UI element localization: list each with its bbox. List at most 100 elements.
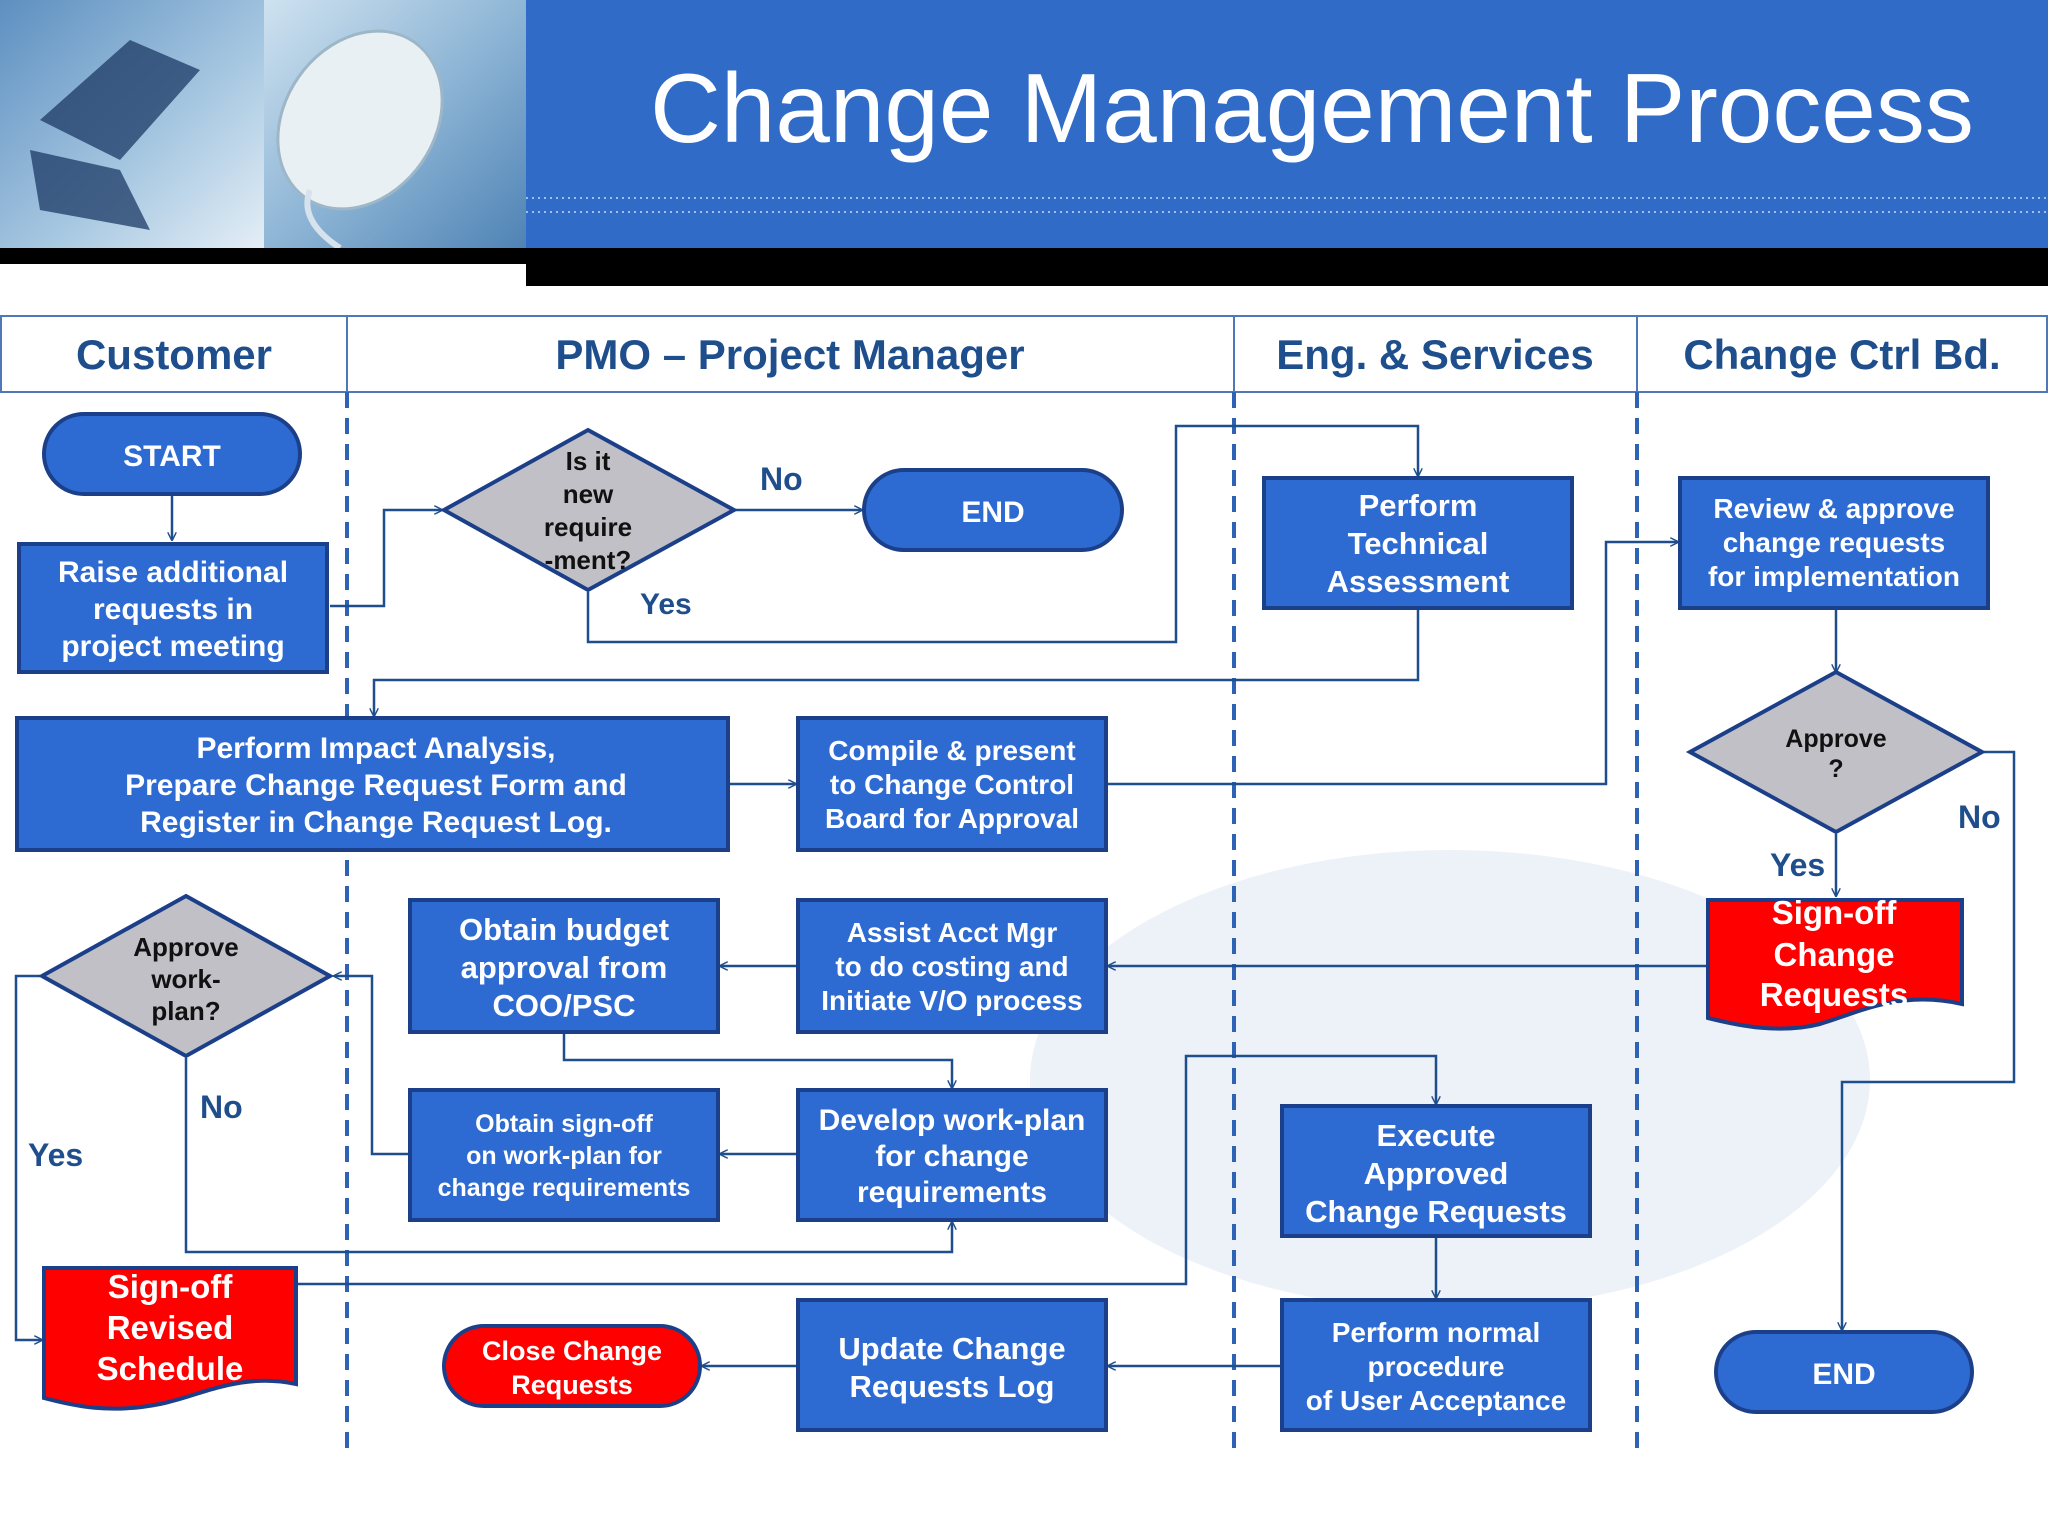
edge-approveplan-yes bbox=[14, 974, 42, 1340]
lane-eng-services: Eng. & Services bbox=[1276, 331, 1593, 378]
edge-raise-newreq bbox=[330, 510, 442, 608]
edge-budget-workplan bbox=[562, 1034, 952, 1088]
raise-requests-box-label: requests in bbox=[93, 593, 253, 626]
raise-requests-box-shape bbox=[17, 542, 329, 674]
user-acceptance-box: Perform normal procedure of User Accepta… bbox=[1280, 1298, 1592, 1432]
obtain-signoff-box-label: Obtain sign-off bbox=[475, 1110, 653, 1138]
execute-approved-box-label: Approved bbox=[1364, 1156, 1509, 1191]
close-change-requests-terminal: Close Change Requests bbox=[442, 1324, 702, 1408]
edge-tech-impact bbox=[374, 608, 1420, 716]
approve-decision-label: ? bbox=[1828, 755, 1843, 783]
signoff-change-requests-doc-shape bbox=[1706, 898, 1964, 1031]
lane-customer: Customer bbox=[76, 331, 272, 378]
impact-analysis-box-shape bbox=[15, 716, 730, 852]
user-acceptance-box-label: of User Acceptance bbox=[1306, 1385, 1566, 1416]
header: Change Management Process bbox=[0, 0, 2048, 286]
budget-approval-box-shape bbox=[408, 898, 720, 1034]
review-approve-box-label: for implementation bbox=[1708, 561, 1960, 592]
compile-present-box: Compile & present to Change Control Boar… bbox=[796, 716, 1108, 852]
laptop-icon bbox=[30, 40, 200, 230]
impact-analysis-box: Perform Impact Analysis, Prepare Change … bbox=[15, 716, 730, 852]
signoff-schedule-doc-label: Sign-off bbox=[108, 1268, 234, 1305]
develop-workplan-box-label: Develop work-plan bbox=[819, 1104, 1086, 1137]
update-log-box-label: Requests Log bbox=[850, 1369, 1055, 1404]
develop-workplan-box-shape bbox=[796, 1088, 1108, 1222]
lane-change-ctrl: Change Ctrl Bd. bbox=[1683, 331, 2000, 378]
header-black-bar bbox=[526, 248, 2048, 286]
close-change-requests-terminal-label: Requests bbox=[511, 1370, 633, 1400]
impact-analysis-box-label: Prepare Change Request Form and bbox=[125, 769, 627, 802]
review-approve-box-label: change requests bbox=[1723, 527, 1946, 558]
technical-assessment-box-shape bbox=[1262, 476, 1574, 610]
end-terminal-top: END bbox=[862, 468, 1124, 552]
budget-approval-box-label: approval from bbox=[461, 950, 668, 985]
header-left-black-bar bbox=[0, 248, 526, 264]
compile-present-box-label: Board for Approval bbox=[825, 803, 1079, 834]
budget-approval-box-label: Obtain budget bbox=[459, 912, 669, 947]
obtain-signoff-box-label: change requirements bbox=[438, 1174, 691, 1202]
edge-obtain-approveplan bbox=[334, 976, 410, 1156]
approve-decision: Approve ? bbox=[1685, 669, 1987, 835]
impact-analysis-box-label: Perform Impact Analysis, bbox=[196, 732, 555, 765]
edge-approve-end bbox=[1842, 750, 2016, 1330]
assist-acct-mgr-box: Assist Acct Mgr to do costing and Initia… bbox=[796, 898, 1108, 1034]
develop-workplan-box-label: for change bbox=[875, 1140, 1028, 1173]
approve-workplan-decision-label: Approve bbox=[133, 932, 238, 962]
signoff-schedule-doc-shape bbox=[42, 1266, 298, 1411]
header-band bbox=[526, 0, 2048, 248]
close-change-requests-terminal-shape bbox=[442, 1324, 702, 1408]
execute-approved-box-label: Execute bbox=[1377, 1118, 1496, 1153]
end-terminal-bottom-label: END bbox=[1812, 1358, 1875, 1391]
obtain-signoff-box-label: on work-plan for bbox=[466, 1142, 662, 1170]
assist-acct-mgr-box-label: Initiate V/O process bbox=[821, 985, 1082, 1016]
budget-approval-box: Obtain budget approval from COO/PSC bbox=[408, 898, 720, 1034]
assist-acct-mgr-box-label: Assist Acct Mgr bbox=[847, 917, 1058, 948]
label-yes-new: Yes bbox=[640, 588, 692, 621]
approve-workplan-decision-label: work- bbox=[150, 964, 220, 994]
new-requirement-decision-label: Is it bbox=[566, 446, 611, 476]
obtain-signoff-box: Obtain sign-off on work-plan for change … bbox=[408, 1088, 720, 1222]
impact-analysis-box-label: Register in Change Request Log. bbox=[140, 806, 612, 839]
close-change-requests-terminal-label: Close Change bbox=[482, 1336, 662, 1366]
edge-sched-execute bbox=[298, 1054, 1436, 1286]
label-no-approve: No bbox=[1958, 799, 2001, 835]
new-requirement-decision-shape bbox=[439, 427, 739, 593]
raise-requests-box-label: project meeting bbox=[61, 630, 284, 663]
new-requirement-decision: Is it new require -ment? bbox=[439, 427, 739, 593]
lane-dividers bbox=[345, 392, 1639, 1448]
edge-compile-review bbox=[1106, 542, 1678, 786]
approve-workplan-decision: Approve work- plan? bbox=[37, 893, 335, 1059]
assist-acct-mgr-box-label: to do costing and bbox=[835, 951, 1068, 982]
mouse-cable bbox=[304, 188, 342, 251]
label-yes-plan: Yes bbox=[28, 1137, 83, 1173]
signoff-change-requests-doc-label: Requests bbox=[1760, 976, 1909, 1013]
budget-approval-box-label: COO/PSC bbox=[493, 988, 636, 1023]
start-terminal: START bbox=[42, 412, 302, 496]
technical-assessment-box-label: Assessment bbox=[1327, 564, 1510, 599]
page-title: Change Management Process bbox=[650, 53, 1974, 163]
user-acceptance-box-shape bbox=[1280, 1298, 1592, 1432]
edge-approveplan-no bbox=[184, 1058, 952, 1254]
raise-requests-box: Raise additional requests in project mee… bbox=[17, 542, 329, 674]
develop-workplan-box: Develop work-plan for change requirement… bbox=[796, 1088, 1108, 1222]
signoff-schedule-doc-label: Schedule bbox=[97, 1350, 244, 1387]
start-terminal-shape bbox=[42, 412, 302, 496]
lane-pmo: PMO – Project Manager bbox=[555, 331, 1024, 378]
compile-present-box-label: Compile & present bbox=[828, 735, 1075, 766]
obtain-signoff-box-shape bbox=[408, 1088, 720, 1222]
develop-workplan-box-label: requirements bbox=[857, 1176, 1047, 1209]
label-yes-approve: Yes bbox=[1770, 847, 1825, 883]
signoff-schedule-doc: Sign-off Revised Schedule bbox=[42, 1266, 298, 1411]
lane-headers: Customer PMO – Project Manager Eng. & Se… bbox=[0, 315, 2048, 393]
approve-workplan-decision-label: plan? bbox=[151, 996, 220, 1026]
end-terminal-bottom: END bbox=[1714, 1330, 1974, 1414]
technical-assessment-box: Perform Technical Assessment bbox=[1262, 476, 1574, 610]
update-log-box-label: Update Change bbox=[838, 1331, 1065, 1366]
end-terminal-top-shape bbox=[862, 468, 1124, 552]
user-acceptance-box-label: procedure bbox=[1368, 1351, 1505, 1382]
technical-assessment-box-label: Perform bbox=[1359, 488, 1478, 523]
approve-decision-label: Approve bbox=[1785, 725, 1887, 753]
end-terminal-bottom-shape bbox=[1714, 1330, 1974, 1414]
compile-present-box-label: to Change Control bbox=[830, 769, 1074, 800]
